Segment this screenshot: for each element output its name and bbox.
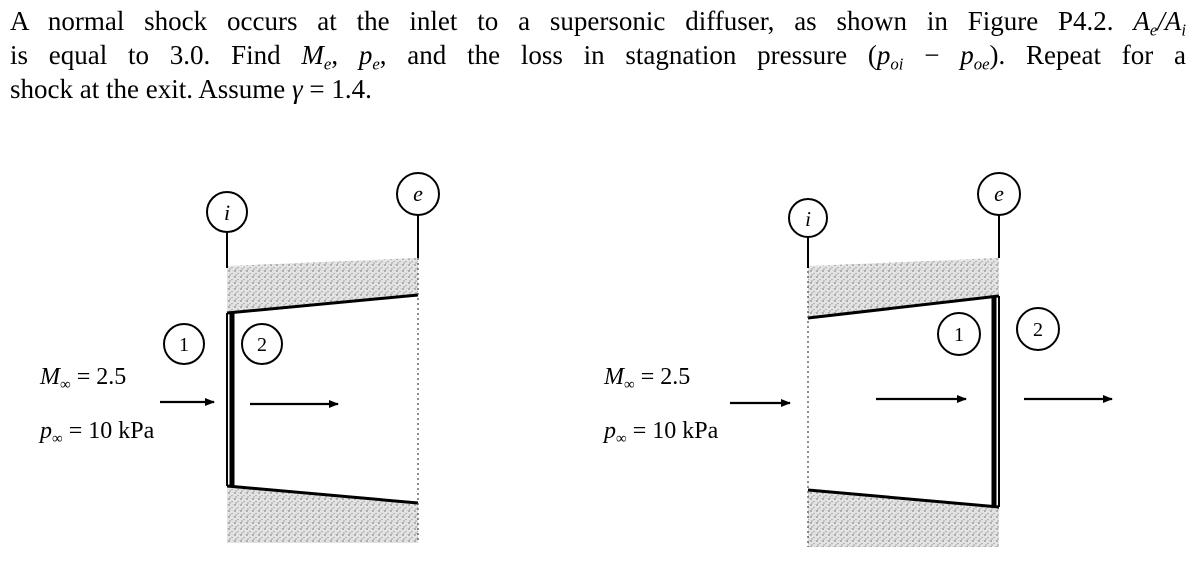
gamma-symbol: γ xyxy=(291,74,303,104)
area-ratio: Ae/Ai xyxy=(1133,6,1186,40)
region-1-circle xyxy=(937,312,981,356)
left-lower-wall-edge xyxy=(226,484,419,505)
station-e-label: e xyxy=(994,181,1004,206)
station-i-circle xyxy=(206,191,248,233)
right-upper-wall-edge xyxy=(807,294,1000,320)
region-1-label: 1 xyxy=(179,334,189,356)
mach-exit-symbol: M xyxy=(301,40,324,70)
stagnation-pressure-exit-symbol: p xyxy=(960,40,974,70)
region-1-label: 1 xyxy=(954,324,964,346)
region-2-circle xyxy=(1016,307,1060,351)
region-1-circle xyxy=(163,323,205,365)
freestream-pressure: p∞ = 10 kPa xyxy=(602,418,719,447)
subscript: oe xyxy=(973,54,990,74)
station-i-label: i xyxy=(224,200,230,225)
problem-line-2: is equal to 3.0. Find Me, pe, and the lo… xyxy=(10,38,1186,72)
minus-sign: − xyxy=(903,40,961,70)
problem-statement: A normal shock occurs at the inlet to a … xyxy=(10,4,1186,106)
stagnation-pressure-inlet-symbol: p xyxy=(876,40,891,70)
left-upper-wall-edge xyxy=(226,293,419,315)
right-diffuser: i e 1 2 M∞ = 2.5 p∞ = 10 kPa xyxy=(602,172,1113,547)
problem-text: = 1.4. xyxy=(302,74,372,104)
problem-text: , xyxy=(331,40,359,70)
region-2-label: 2 xyxy=(1033,319,1043,341)
freestream-mach: M∞ = 2.5 xyxy=(39,364,126,393)
problem-line-1: A normal shock occurs at the inlet to a … xyxy=(10,4,1186,38)
slash: / xyxy=(1157,6,1165,36)
station-e-circle xyxy=(977,172,1021,216)
region-2-label: 2 xyxy=(257,334,267,356)
right-upper-wall xyxy=(808,258,999,318)
problem-text: ). Repeat for a xyxy=(989,40,1187,70)
subscript: e xyxy=(1149,20,1158,40)
pressure-exit-symbol: p xyxy=(358,40,373,70)
freestream-mach: M∞ = 2.5 xyxy=(603,364,690,393)
subscript: e xyxy=(372,54,380,74)
subscript: oi xyxy=(890,54,904,74)
problem-text: shock at the exit. Assume xyxy=(10,74,292,104)
station-i-circle xyxy=(788,198,828,238)
problem-line-3: shock at the exit. Assume γ = 1.4. xyxy=(10,72,1186,106)
station-e-circle xyxy=(396,172,440,216)
freestream-pressure: p∞ = 10 kPa xyxy=(38,418,155,447)
station-i-label: i xyxy=(805,207,811,231)
station-e-label: e xyxy=(413,181,423,206)
subscript: e xyxy=(323,54,332,74)
right-lower-wall-edge xyxy=(807,488,1000,509)
region-2-circle xyxy=(241,323,283,365)
problem-text: A normal shock occurs at the inlet to a … xyxy=(10,6,1134,36)
problem-text: is equal to 3.0. Find xyxy=(10,40,302,70)
area-inlet-symbol: A xyxy=(1164,6,1182,36)
subscript: i xyxy=(1181,20,1186,40)
area-exit-symbol: A xyxy=(1133,6,1150,36)
problem-text: , and the loss in stagnation pressure ( xyxy=(379,40,877,70)
left-diffuser: i e 1 2 M∞ = 2.5 p∞ = 10 kPa xyxy=(38,172,440,543)
